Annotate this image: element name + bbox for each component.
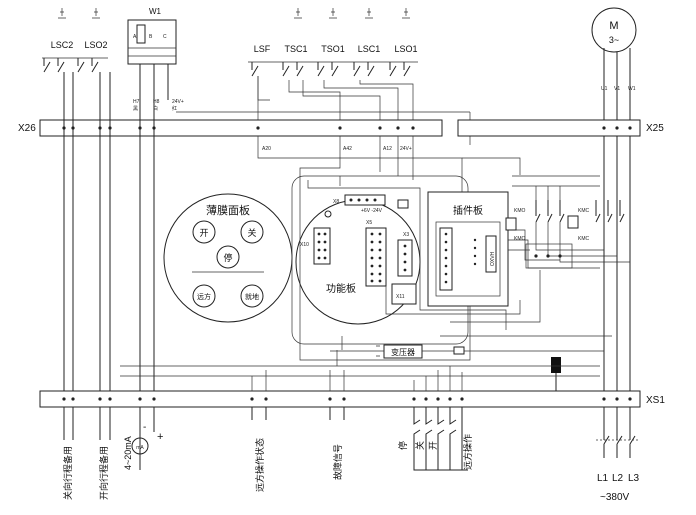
switch-label-tso1: TSO1 [321, 44, 345, 54]
switch-label-lso1: LSO1 [394, 44, 417, 54]
label-fault-signal: 故障信号 [332, 444, 344, 480]
label-remote-operation: 远方操作 [462, 434, 474, 470]
open-button-label: 开 [199, 228, 208, 239]
function-board: 功能板 X8 +6V -24V X10 X5 X3 X11 [291, 175, 469, 345]
stop-button[interactable] [216, 245, 240, 269]
wire-label-24v: 24V+ [400, 146, 412, 152]
relay-label: OXVH [490, 251, 496, 266]
label-remote-status: 远方操作状态 [254, 438, 266, 492]
close-button-label: 关 [247, 227, 256, 239]
w1-h7: H7 [133, 99, 140, 105]
transformer-label: 变压器 [391, 347, 415, 357]
svg-text:白: 白 [153, 105, 158, 112]
contactor-block: KMO KMC KMO KMC [505, 175, 630, 269]
plugin-board-title: 插件板 [453, 204, 483, 217]
supply-voltage: ~380V [600, 492, 630, 503]
wire-label-a12: A12 [383, 146, 392, 152]
svg-text:A: A [133, 34, 137, 40]
w1-h8: H8 [153, 99, 160, 105]
contactor-kmo-2: KMO [514, 236, 526, 242]
function-board-title: 功能板 [326, 282, 356, 295]
label-close-travel-spare: 关向行程备用 [62, 446, 74, 500]
meter-plus: + [157, 431, 163, 443]
contactor-kmo-1: KMO [514, 208, 526, 214]
close-button[interactable] [240, 220, 264, 244]
label-4-20ma: 4~20mA [123, 436, 133, 470]
switch-label-lsc1: LSC1 [358, 44, 381, 54]
contactor-kmc-2: KMC [578, 236, 590, 242]
meter-minus: - [143, 422, 146, 433]
switch-label-lso2: LSO2 [84, 40, 107, 50]
svg-text:C: C [163, 34, 167, 40]
remote-button-label: 远方 [197, 292, 211, 301]
connector-x8: X8 [333, 199, 339, 205]
phase-l2: L2 [612, 473, 624, 484]
svg-text:红: 红 [172, 105, 177, 112]
connector-x3: X3 [403, 232, 409, 238]
local-button-label: 就地 [245, 292, 259, 301]
switch-label-tsc1: TSC1 [284, 44, 307, 54]
w1-label: W1 [149, 7, 162, 16]
label-open: 开 [428, 441, 439, 450]
motor-sub: 3~ [609, 35, 619, 45]
x25-label: X25 [646, 123, 664, 134]
power-breaker [596, 407, 640, 458]
connector-x10: X10 [300, 242, 309, 248]
label-stop: 停 [397, 441, 409, 450]
terminal-strip-xs1 [39, 390, 641, 408]
connector-x5: X5 [366, 220, 372, 226]
left-limit-switches [42, 57, 108, 73]
meter-label: mA [136, 445, 144, 451]
fuse-icon [551, 357, 561, 373]
motor-symbol [591, 7, 637, 53]
wire-label-a20: A20 [262, 146, 271, 152]
phase-w1: W1 [628, 86, 636, 92]
terminal-strip-x25 [457, 119, 641, 137]
w1-potentiometer: W1 A B C H7 H8 24V+ 黑 白 红 [127, 7, 184, 112]
phase-l3: L3 [628, 473, 640, 484]
membrane-panel-title: 薄膜面板 [206, 203, 250, 217]
connector-x11: X11 [396, 294, 405, 300]
switch-indicator-icons [58, 8, 410, 19]
wire-label-a42: A42 [343, 146, 352, 152]
plugin-board: 插件板 OXVH [427, 191, 509, 307]
label-close: 关 [414, 441, 426, 450]
label-open-travel-spare: 开向行程备用 [98, 446, 110, 500]
switch-label-lsf: LSF [254, 44, 271, 54]
right-limit-switches [248, 61, 418, 77]
w1-24v: 24V+ [172, 99, 184, 105]
motor-label: M [609, 20, 618, 32]
stop-button-label: 停 [223, 252, 232, 264]
svg-text:B: B [149, 34, 153, 40]
remote-button[interactable] [192, 284, 216, 308]
open-button[interactable] [192, 220, 216, 244]
phase-l1: L1 [597, 473, 609, 484]
x26-label: X26 [18, 123, 36, 134]
svg-text:+6V -24V: +6V -24V [361, 208, 383, 214]
local-button[interactable] [240, 284, 264, 308]
switch-label-lsc2: LSC2 [51, 40, 74, 50]
svg-text:黑: 黑 [133, 106, 138, 112]
membrane-panel: 薄膜面板 开 关 停 远方 就地 [163, 193, 293, 323]
transformer [383, 344, 423, 359]
contactor-kmc-1: KMC [578, 208, 590, 214]
xs1-label: XS1 [646, 395, 665, 406]
